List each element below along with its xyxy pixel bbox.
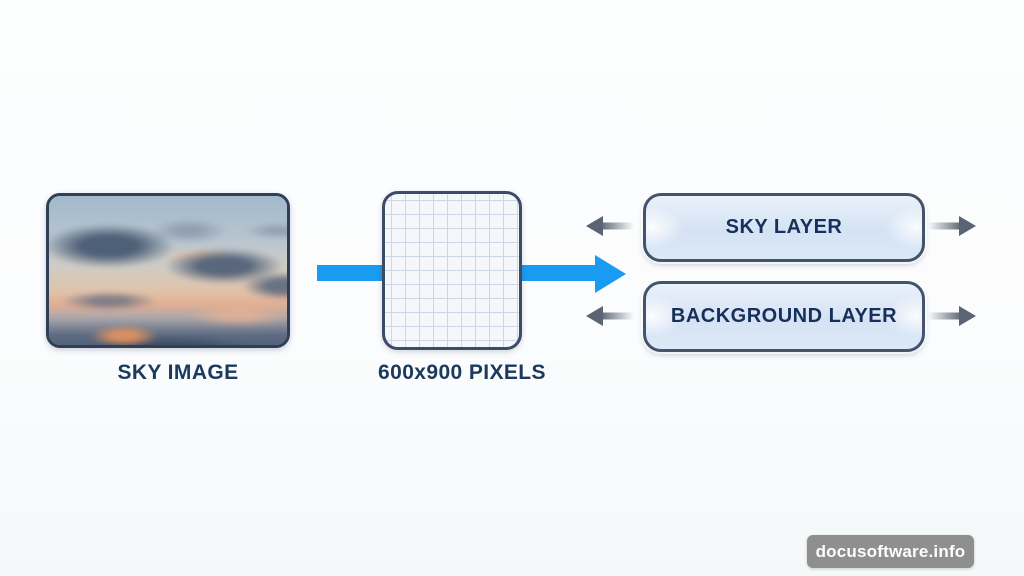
right-arrow-icon <box>928 306 976 326</box>
background-layer-box: BACKGROUND LAYER <box>643 281 925 352</box>
sunset-sky-photo <box>49 196 287 345</box>
sky-layer-label: SKY LAYER <box>725 216 843 238</box>
sky-image-label: SKY IMAGE <box>117 361 239 384</box>
left-arrow-icon <box>586 306 634 326</box>
pixel-grid-label: 600x900 PIXELS <box>378 361 546 384</box>
background-layer-label: BACKGROUND LAYER <box>670 305 898 327</box>
watermark-text: docusoftware.info <box>815 541 966 561</box>
watermark-badge: docusoftware.info <box>807 535 974 568</box>
sky-layer-box: SKY LAYER <box>643 193 925 262</box>
pixel-grid-node <box>382 191 522 350</box>
right-arrow-icon <box>928 216 976 236</box>
left-arrow-icon <box>586 216 634 236</box>
sky-image-node <box>46 193 290 348</box>
